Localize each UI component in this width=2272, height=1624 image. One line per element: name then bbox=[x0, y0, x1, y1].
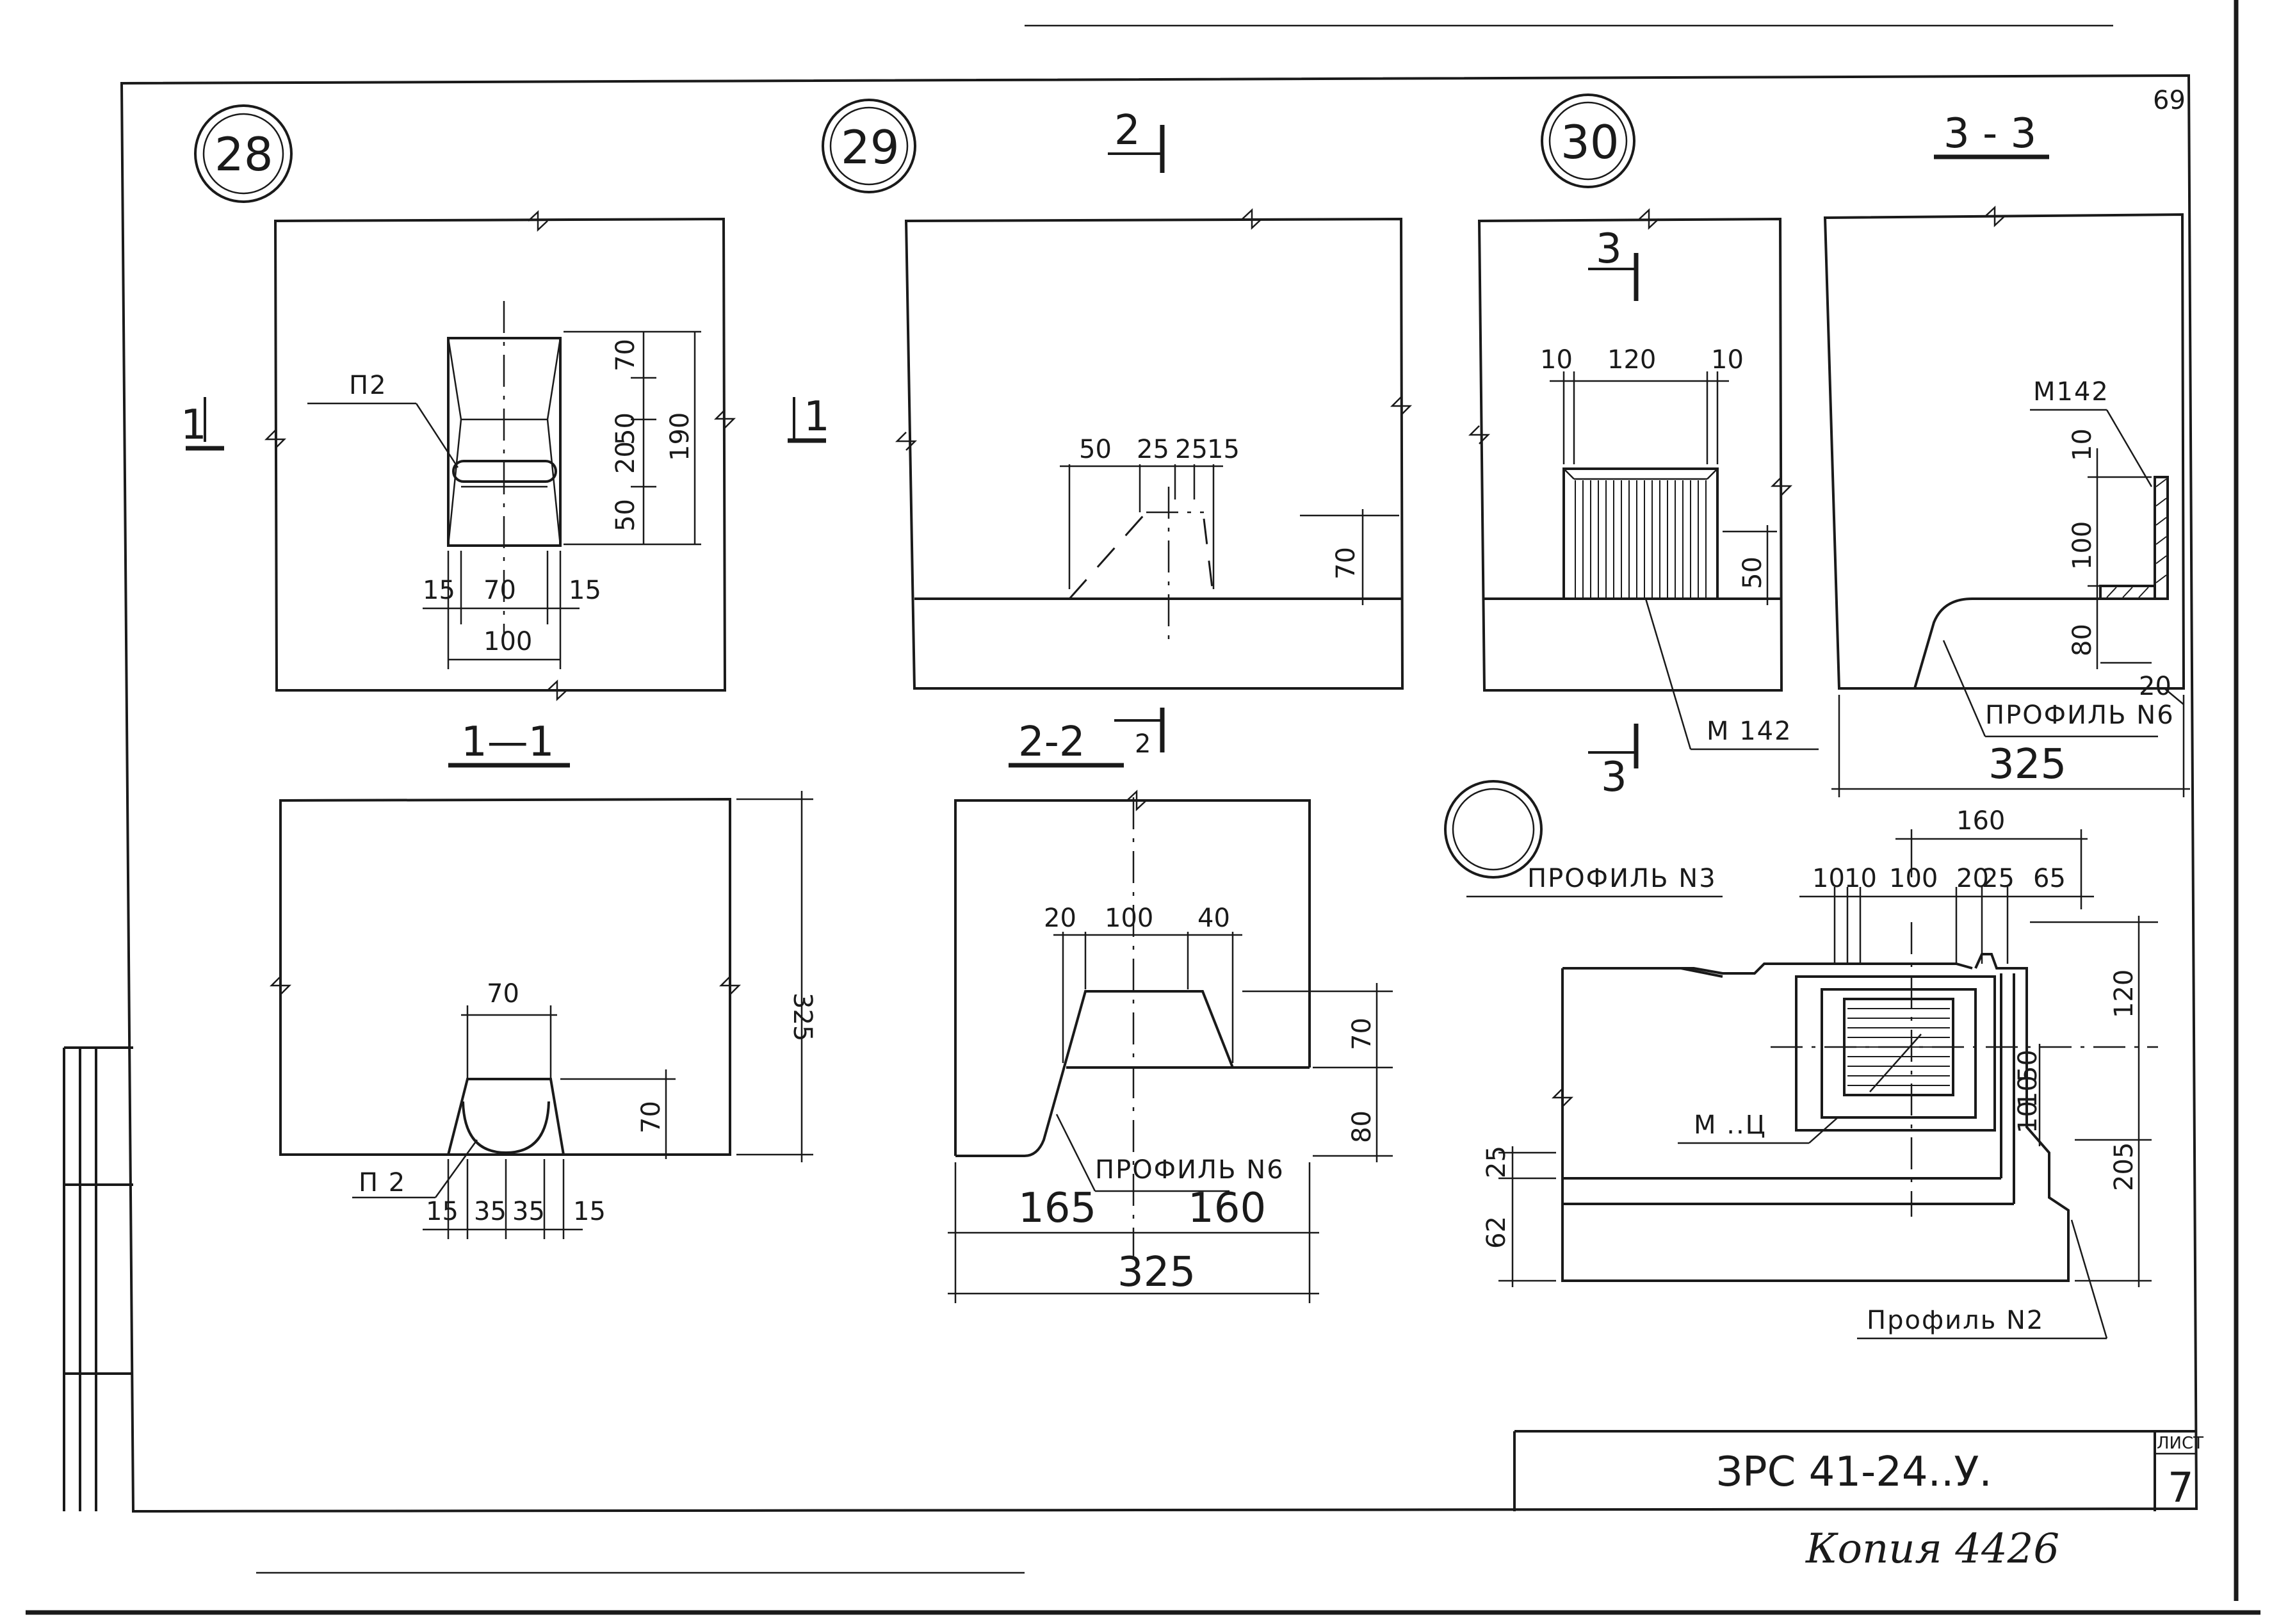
section-3-3: 3 - 3 М142 10 100 80 20 ПРОФИЛЬ N6 32 bbox=[1823, 110, 2190, 797]
cut-mark-2-bottom: 2 bbox=[1114, 708, 1165, 759]
drawing-code: ЗРС 41-24..У. bbox=[1716, 1449, 1992, 1496]
callout-30-label: 30 bbox=[1561, 115, 1619, 169]
detail-30-dim-120: 120 bbox=[1607, 345, 1656, 375]
detail-empty-dim-25: 25 bbox=[1982, 864, 2015, 893]
detail-29-dim-70: 70 bbox=[1331, 547, 1361, 580]
section-2-2-profile-label: ПРОФИЛЬ N6 bbox=[1095, 1155, 1285, 1185]
detail-empty: ПРОФИЛЬ N3 М ..Ц 160 bbox=[1444, 780, 2158, 1340]
section-2-2-dim-20: 20 bbox=[1044, 904, 1076, 933]
detail-empty-dim-50: 50 bbox=[2013, 1050, 2043, 1082]
section-1-1: 1—1 70 70 325 П 2 15 35 35 15 bbox=[269, 719, 817, 1239]
detail-empty-dim-100: 100 bbox=[1889, 864, 1938, 893]
section-3-3-m142-label: М142 bbox=[2033, 377, 2109, 407]
cut-mark-1-left: 1 bbox=[181, 397, 224, 451]
detail-29-dim-15: 15 bbox=[1207, 435, 1240, 464]
detail-28-dim-70w: 70 bbox=[483, 576, 516, 605]
detail-28-dim-70: 70 bbox=[611, 339, 640, 371]
detail-28-dim-15a: 15 bbox=[423, 576, 455, 605]
section-2-2-dim-40: 40 bbox=[1197, 904, 1230, 933]
section-2-2-dim-160: 160 bbox=[1188, 1185, 1266, 1232]
detail-empty-profile2-label: Профиль N2 bbox=[1867, 1306, 2044, 1335]
section-2-2-dim-100: 100 bbox=[1105, 904, 1153, 933]
section-2-2-dim-80: 80 bbox=[1347, 1110, 1377, 1143]
detail-empty-dim-10b: 10 bbox=[1844, 864, 1877, 893]
section-3-3-dim-100: 100 bbox=[2068, 521, 2097, 570]
handwritten-note: Копия 4426 bbox=[1805, 1525, 2059, 1573]
detail-28-dim-15b: 15 bbox=[569, 576, 601, 605]
callout-30: 30 bbox=[1541, 93, 1635, 188]
callout-29: 29 bbox=[822, 99, 916, 193]
section-1-1-dim-70: 70 bbox=[487, 979, 519, 1009]
section-1-1-dim-35b: 35 bbox=[512, 1197, 545, 1226]
detail-empty-dim-20: 20 bbox=[1956, 864, 1989, 893]
detail-empty-dim-25v: 25 bbox=[1482, 1146, 1511, 1178]
callout-28-label: 28 bbox=[215, 127, 273, 181]
cut-mark-3-bottom: 3 bbox=[1588, 724, 1639, 801]
section-2-2-dim-325: 325 bbox=[1117, 1249, 1196, 1296]
cut-3-top-label: 3 bbox=[1596, 225, 1622, 273]
sheet-frame: 69 bbox=[26, 0, 2260, 1615]
detail-empty-dim-10a: 10 bbox=[1812, 864, 1845, 893]
section-1-1-dim-15a: 15 bbox=[426, 1197, 458, 1226]
callout-empty bbox=[1444, 780, 1543, 879]
detail-28-p2-label: П2 bbox=[349, 371, 387, 400]
detail-28: 28 П2 70 50 20 50 190 15 70 bbox=[181, 104, 830, 701]
section-2-2-dim-165: 165 bbox=[1018, 1185, 1096, 1232]
detail-empty-m-label: М ..Ц bbox=[1694, 1110, 1767, 1140]
section-1-1-p2-label: П 2 bbox=[359, 1168, 406, 1198]
section-2-2: 2-2 2 20 100 40 70 80 ПРОФИЛЬ N6 165 bbox=[948, 708, 1393, 1303]
detail-empty-dim-65: 65 bbox=[2033, 864, 2066, 893]
detail-empty-dim-160: 160 bbox=[1956, 806, 2005, 836]
detail-28-dim-190: 190 bbox=[665, 412, 695, 461]
sheet-label: ЛИСТ bbox=[2157, 1434, 2203, 1453]
cut-2-top-label: 2 bbox=[1114, 107, 1140, 154]
detail-29-dim-25a: 25 bbox=[1137, 435, 1169, 464]
detail-30: 30 3 bbox=[1468, 93, 1819, 801]
cut-mark-1-right: 1 bbox=[788, 393, 830, 443]
section-1-1-title: 1—1 bbox=[461, 719, 554, 766]
section-3-3-dim-325: 325 bbox=[1988, 741, 2066, 788]
section-3-3-dim-80: 80 bbox=[2068, 624, 2097, 656]
section-2-2-dim-70: 70 bbox=[1347, 1018, 1377, 1050]
detail-30-dim-50: 50 bbox=[1738, 556, 1767, 589]
detail-30-dim-10b: 10 bbox=[1711, 345, 1744, 375]
title-block: ЗРС 41-24..У. ЛИСТ 7 bbox=[1513, 1430, 2203, 1512]
detail-empty-dim-10d: 10 bbox=[2013, 1075, 2043, 1108]
detail-30-m142-label: М 142 bbox=[1707, 717, 1792, 746]
section-1-1-dim-70v: 70 bbox=[637, 1101, 666, 1133]
detail-empty-dim-10c: 10 bbox=[2013, 1101, 2043, 1133]
section-1-1-dim-325: 325 bbox=[788, 993, 817, 1041]
cut-2-bottom-label: 2 bbox=[1135, 729, 1151, 759]
callout-28: 28 bbox=[194, 104, 293, 203]
callout-29-label: 29 bbox=[841, 120, 900, 174]
section-3-3-profile-label: ПРОФИЛЬ N6 bbox=[1985, 701, 2175, 730]
detail-30-dim-10a: 10 bbox=[1540, 345, 1573, 375]
detail-29: 29 2 50 25 25 15 70 bbox=[822, 99, 1413, 690]
detail-empty-profile3-label: ПРОФИЛЬ N3 bbox=[1527, 864, 1717, 893]
detail-empty-dim-62: 62 bbox=[1482, 1216, 1511, 1249]
detail-30-hatch bbox=[1575, 480, 1707, 597]
section-3-3-title: 3 - 3 bbox=[1943, 110, 2036, 158]
detail-28-dim-20: 20 bbox=[611, 441, 640, 474]
detail-empty-dim-205: 205 bbox=[2109, 1142, 2139, 1191]
detail-29-dim-25b: 25 bbox=[1175, 435, 1208, 464]
section-3-3-dim-20: 20 bbox=[2139, 672, 2171, 701]
detail-28-dim-50a: 50 bbox=[611, 412, 640, 445]
cut-1-right-label: 1 bbox=[804, 393, 830, 441]
sheet-number: 69 bbox=[2153, 86, 2186, 115]
cut-3-bottom-label: 3 bbox=[1601, 754, 1627, 801]
section-2-2-title: 2-2 bbox=[1018, 719, 1085, 766]
detail-empty-dim-120: 120 bbox=[2109, 970, 2139, 1018]
cut-1-left-label: 1 bbox=[181, 402, 207, 449]
cut-mark-2-top: 2 bbox=[1108, 107, 1165, 173]
section-3-3-dim-10: 10 bbox=[2068, 428, 2097, 461]
detail-28-dim-50b: 50 bbox=[611, 499, 640, 532]
section-1-1-dim-15b: 15 bbox=[573, 1197, 606, 1226]
section-1-1-dim-35a: 35 bbox=[474, 1197, 507, 1226]
detail-28-dim-100: 100 bbox=[483, 627, 532, 656]
sheet-no: 7 bbox=[2168, 1465, 2194, 1512]
detail-29-dim-50: 50 bbox=[1079, 435, 1112, 464]
cut-mark-3-top: 3 bbox=[1588, 225, 1639, 301]
